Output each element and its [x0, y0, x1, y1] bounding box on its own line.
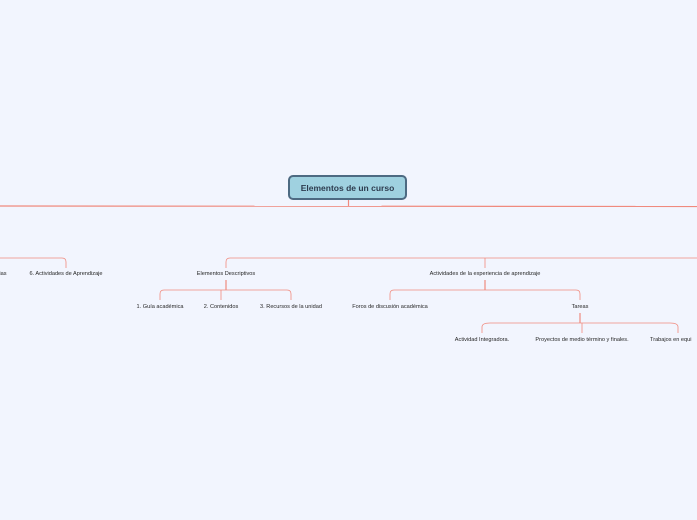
- topic-elementos-descriptivos[interactable]: Elementos Descriptivos: [196, 271, 256, 277]
- subtopic-proyectos[interactable]: Proyectos de medio término y finales.: [535, 337, 629, 343]
- subtopic-tareas[interactable]: Tareas: [571, 304, 589, 310]
- subtopic-recursos[interactable]: 3. Recursos de la unidad: [260, 304, 322, 310]
- subtopic-guia-academica[interactable]: 1. Guía académica: [136, 304, 184, 310]
- subtopic-contenidos[interactable]: 2. Contenidos: [203, 304, 239, 310]
- topic-partial-left[interactable]: ias: [0, 271, 7, 277]
- subtopic-foros[interactable]: Foros de discusión académica: [352, 304, 428, 310]
- topic-actividades-aprendizaje[interactable]: 6. Actividades de Aprendizaje: [29, 271, 103, 277]
- subtopic-actividad-integradora[interactable]: Actividad Integradora.: [454, 337, 510, 343]
- subtopic-trabajos[interactable]: Trabajos en equi: [650, 337, 692, 343]
- topic-actividades-experiencia[interactable]: Actividades de la experiencia de aprendi…: [429, 271, 541, 277]
- root-topic[interactable]: Elementos de un curso: [288, 175, 407, 200]
